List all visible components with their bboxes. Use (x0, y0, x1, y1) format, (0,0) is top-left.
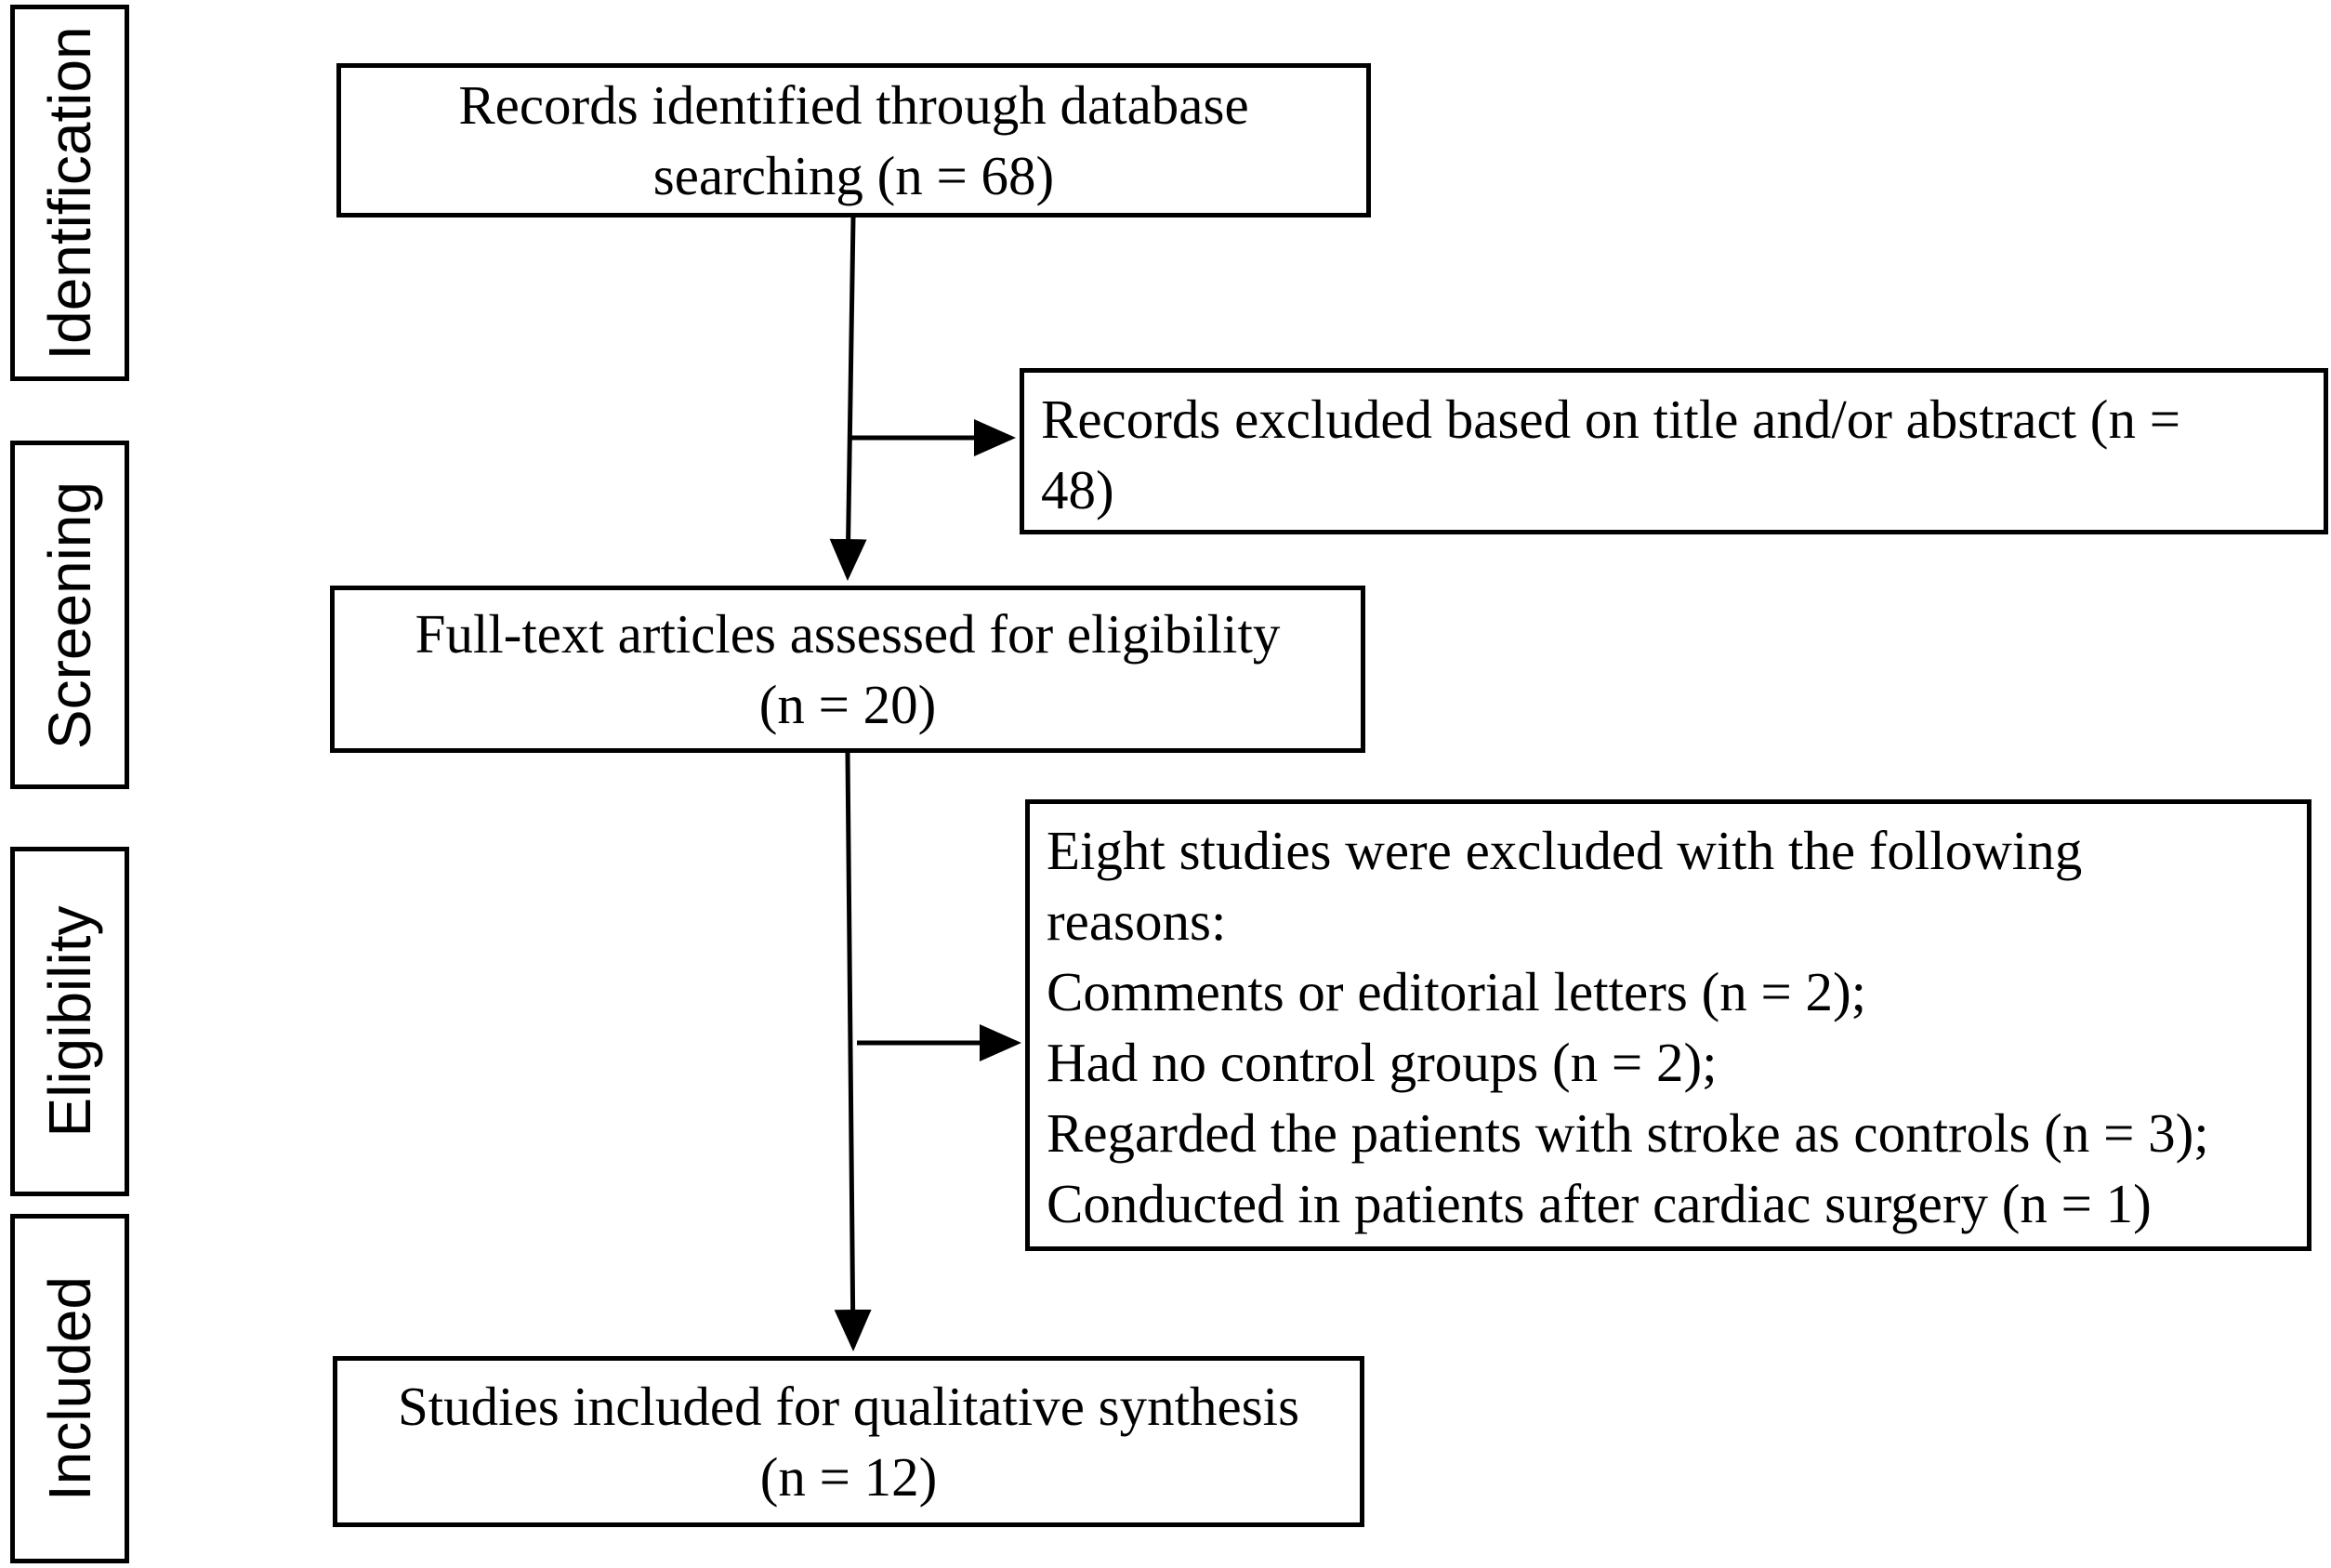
stage-label-identification: Identification (10, 5, 129, 381)
stage-label-included: Included (10, 1214, 129, 1563)
stage-identification-text: Identification (36, 25, 103, 361)
studies-included-line2: (n = 12) (759, 1446, 938, 1508)
records-excluded-line2: 48) (1041, 459, 1114, 520)
studies-excluded-line1: Eight studies were excluded with the fol… (1047, 820, 2083, 881)
records-excluded-box: Records excluded based on title and/or a… (1020, 368, 2328, 534)
records-identified-line1: Records identified through database (458, 74, 1249, 136)
records-identified-line2: searching (n = 68) (652, 145, 1055, 206)
studies-excluded-line2: reasons: (1047, 890, 1227, 952)
records-excluded-line1: Records excluded based on title and/or a… (1041, 389, 2180, 450)
studies-included-line1: Studies included for qualitative synthes… (397, 1376, 1300, 1437)
studies-excluded-line3: Comments or editorial letters (n = 2); (1047, 961, 1867, 1022)
studies-excluded-box: Eight studies were excluded with the fol… (1025, 799, 2311, 1251)
stage-eligibility-text: Eligibility (36, 905, 103, 1138)
studies-excluded-line4: Had no control groups (n = 2); (1047, 1032, 1718, 1093)
arrow-fulltext-to-included (834, 752, 872, 1351)
fulltext-assessed-line1: Full-text articles assessed for eligibil… (415, 603, 1281, 665)
studies-excluded-line5: Regarded the patients with stroke as con… (1047, 1102, 2209, 1164)
arrow-identified-to-fulltext (829, 217, 867, 581)
fulltext-assessed-box: Full-text articles assessed for eligibil… (330, 586, 1365, 753)
studies-included-box: Studies included for qualitative synthes… (333, 1356, 1364, 1527)
stage-label-screening: Screening (10, 441, 129, 789)
stage-screening-text: Screening (36, 481, 103, 749)
stage-label-eligibility: Eligibility (10, 847, 129, 1196)
studies-excluded-line6: Conducted in patients after cardiac surg… (1047, 1173, 2152, 1234)
stage-included-text: Included (36, 1276, 103, 1501)
records-identified-box: Records identified through database sear… (336, 63, 1371, 217)
fulltext-assessed-line2: (n = 20) (758, 674, 937, 735)
